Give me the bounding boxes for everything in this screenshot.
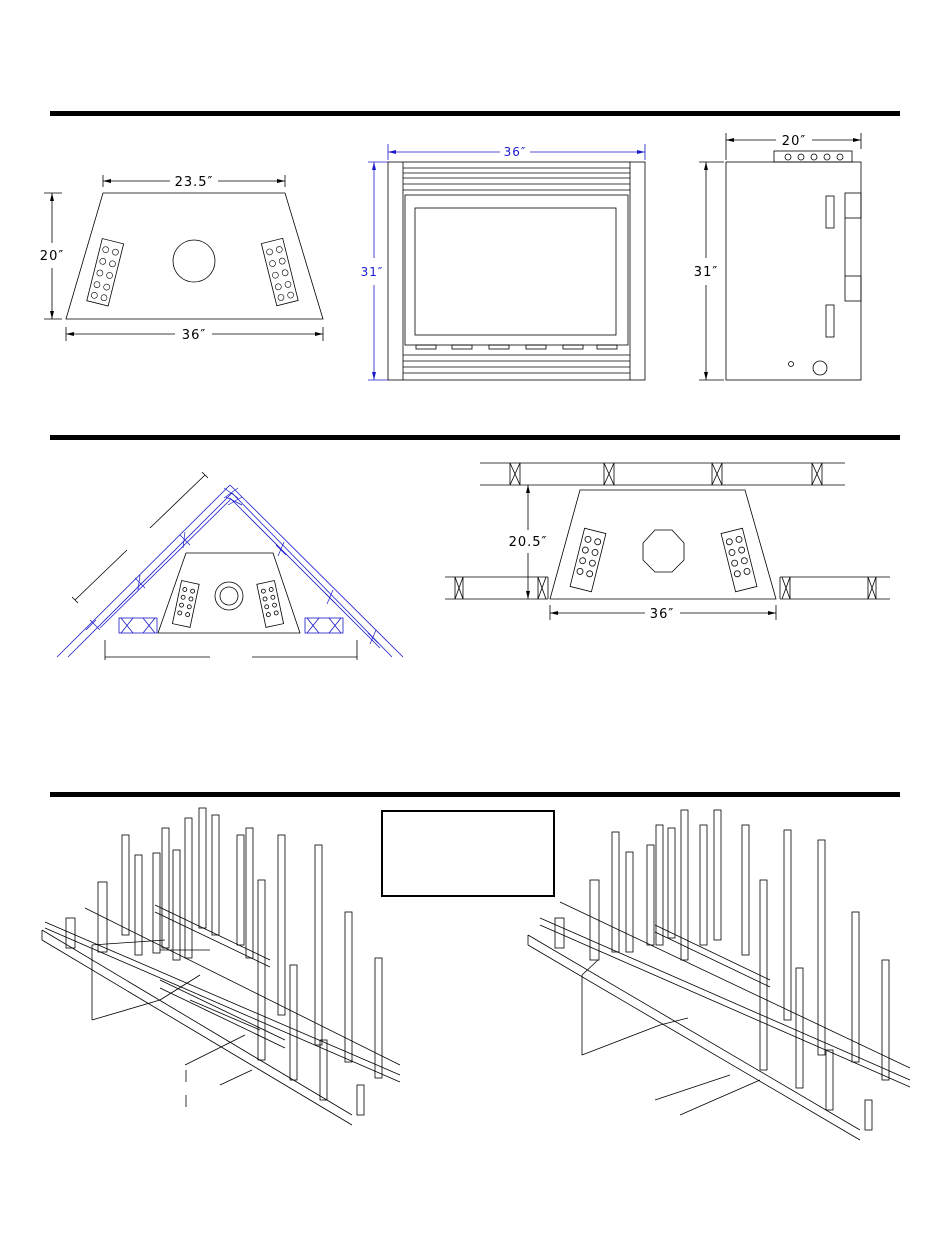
side-view-arrows	[704, 138, 861, 380]
top-view-arrows	[50, 179, 323, 336]
top-view-bottom-width-label: 36″	[182, 328, 206, 343]
side-view-height-label: 31″	[694, 265, 718, 280]
flat-wall-width-label: 36″	[650, 607, 674, 622]
top-view-diagram	[44, 175, 323, 341]
front-view-arrows	[372, 150, 645, 380]
framing-diagram-right	[528, 810, 910, 1140]
side-view-depth-label: 20″	[782, 134, 806, 149]
top-view-depth-label: 20″	[40, 249, 64, 264]
section-divider-2	[50, 435, 900, 440]
top-view-top-width-label: 23.5″	[175, 175, 214, 190]
framing-diagram-left	[42, 808, 400, 1125]
flat-wall-depth-label: 20.5″	[509, 535, 548, 550]
notes-box	[382, 811, 554, 896]
front-view-height-label: 31″	[361, 265, 384, 279]
front-view-diagram	[388, 162, 645, 380]
front-view-width-label: 36″	[504, 145, 527, 159]
corner-install-diagram	[57, 472, 403, 660]
side-view-diagram	[699, 133, 861, 380]
section-divider-1	[50, 111, 900, 116]
section-divider-3	[50, 792, 900, 797]
